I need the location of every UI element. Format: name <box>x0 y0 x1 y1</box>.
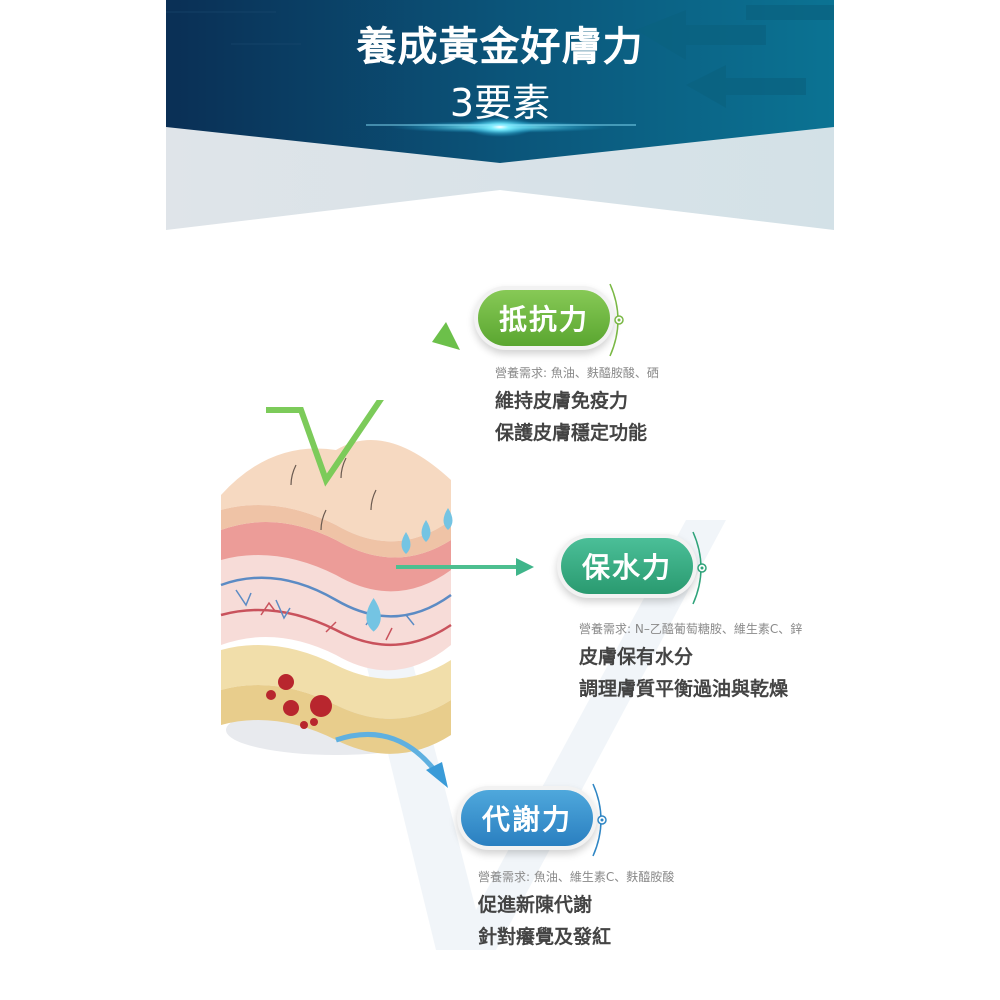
description-line: 維持皮膚免疫力 <box>495 390 629 412</box>
description-line: 保護皮膚穩定功能 <box>495 422 648 444</box>
factor-label-metabolism: 代謝力 <box>461 790 593 846</box>
arrow-up-icon <box>432 322 460 350</box>
factor-description: 促進新陳代謝 針對癢覺及發紅 <box>478 889 611 953</box>
header-banner: 養成黃金好膚力 3要素 <box>166 0 834 230</box>
factor-title: 抵抗力 <box>498 303 589 336</box>
infographic-page: 養成黃金好膚力 3要素 <box>166 0 834 1000</box>
nutrition-needs: 營養需求: 魚油、維生素C、麩醯胺酸 <box>478 870 675 884</box>
arc-connector-icon <box>609 283 624 357</box>
factor-title: 保水力 <box>581 551 672 584</box>
description-line: 促進新陳代謝 <box>478 894 593 916</box>
background-v-shape <box>331 520 726 950</box>
bacteria-icon <box>266 674 332 729</box>
description-line: 針對癢覺及發紅 <box>478 926 612 948</box>
factor-label-resistance: 抵抗力 <box>478 290 610 346</box>
factor-label-moisture: 保水力 <box>561 538 693 594</box>
page-title: 養成黃金好膚力 <box>356 24 644 70</box>
factor-description: 皮膚保有水分 調理膚質平衡過油與乾燥 <box>579 641 788 705</box>
description-line: 調理膚質平衡過油與乾燥 <box>579 678 789 700</box>
nutrition-needs: 營養需求: N–乙醯葡萄糖胺、維生素C、鋅 <box>579 622 803 636</box>
page-subtitle: 3要素 <box>449 81 551 125</box>
skin-layers-illustration <box>220 400 534 788</box>
nutrition-needs: 營養需求: 魚油、麩醯胺酸、硒 <box>495 366 659 380</box>
factor-description: 維持皮膚免疫力 保護皮膚穩定功能 <box>495 385 647 449</box>
banner-background <box>166 0 834 230</box>
arc-connector-icon <box>692 531 707 605</box>
factor-title: 代謝力 <box>481 803 572 836</box>
description-line: 皮膚保有水分 <box>579 646 694 668</box>
arc-connector-icon <box>592 783 607 857</box>
